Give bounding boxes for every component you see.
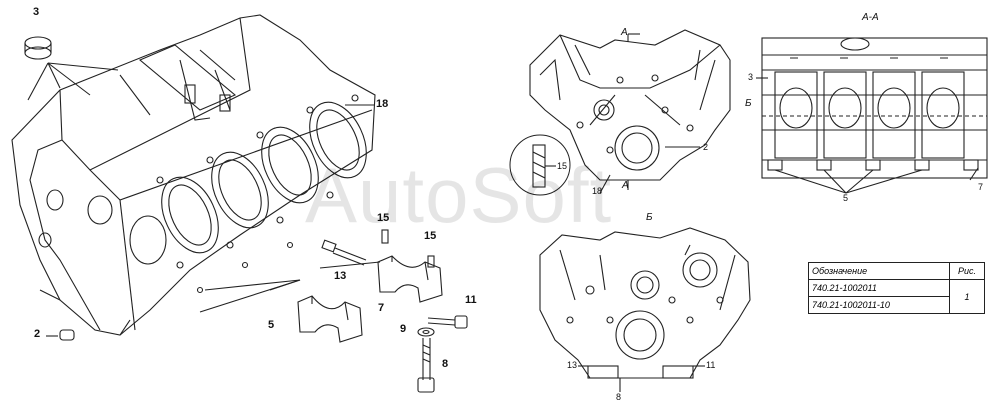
leader-lines-part-3 xyxy=(27,62,119,101)
callout-3: 3 xyxy=(33,6,40,18)
section-cut-b-label: Б xyxy=(646,212,653,223)
part-15-dowel-a xyxy=(381,229,389,244)
callout-11: 11 xyxy=(465,294,477,306)
callout-7: 7 xyxy=(378,302,385,314)
cylinder-block-isometric xyxy=(11,14,376,336)
callout-2: 2 xyxy=(34,328,41,340)
callout-13: 13 xyxy=(334,270,347,282)
part-7-bearing-cap xyxy=(377,255,443,303)
callout-18: 18 xyxy=(376,98,389,110)
part-8-stud xyxy=(417,338,435,393)
callout-r15: 15 xyxy=(557,161,568,171)
part-13-bolt xyxy=(321,239,367,266)
table-header-row: Обозначение Рис. xyxy=(808,262,985,280)
block-front-view-top xyxy=(529,29,731,181)
leader-r18 xyxy=(599,174,611,194)
callout-r13: 13 xyxy=(567,360,578,370)
detail-circle xyxy=(509,134,571,196)
leader-lines-caps xyxy=(199,261,381,313)
callout-15-b: 15 xyxy=(424,230,437,242)
callout-5: 5 xyxy=(268,319,275,331)
block-front-view-bottom xyxy=(539,227,751,392)
section-title: А-А xyxy=(862,12,879,23)
table-header-designation: Обозначение xyxy=(808,262,950,280)
callout-r11: 11 xyxy=(706,360,716,370)
table-header-figure: Рис. xyxy=(949,262,985,280)
callout-r7: 7 xyxy=(978,182,984,192)
part-3-bushing xyxy=(24,36,52,60)
part-2-pin xyxy=(46,329,75,341)
callout-15-a: 15 xyxy=(377,212,390,224)
designation-table: Обозначение Рис. 740.21-1002011 1 740.21… xyxy=(808,262,985,314)
table-cell-designation: 740.21-1002011 xyxy=(808,279,950,297)
callout-r18: 18 xyxy=(592,186,603,196)
table-cell-designation: 740.21-1002011-10 xyxy=(808,296,950,314)
callout-r5: 5 xyxy=(843,193,849,203)
callout-r2: 2 xyxy=(703,142,709,152)
callout-8: 8 xyxy=(442,358,449,370)
table-cell-figure: 1 xyxy=(949,279,985,314)
table-row: 740.21-1002011-10 xyxy=(808,296,985,314)
callout-r8: 8 xyxy=(616,392,622,402)
part-5-bearing-cap xyxy=(297,295,363,343)
callout-r3: 3 xyxy=(748,72,754,82)
part-9-washer xyxy=(417,327,435,337)
section-cut-a-label: А xyxy=(621,27,628,38)
table-row: 740.21-1002011 1 xyxy=(808,279,985,314)
part-11-bolt xyxy=(427,315,468,329)
part-15-dowel-b xyxy=(427,255,435,268)
section-cut-b-label-right: Б xyxy=(745,98,752,109)
section-cut-a xyxy=(627,33,640,190)
callout-9: 9 xyxy=(400,323,407,335)
section-cut-a-label-bottom: А xyxy=(622,180,629,191)
section-view-a-a xyxy=(756,37,988,194)
